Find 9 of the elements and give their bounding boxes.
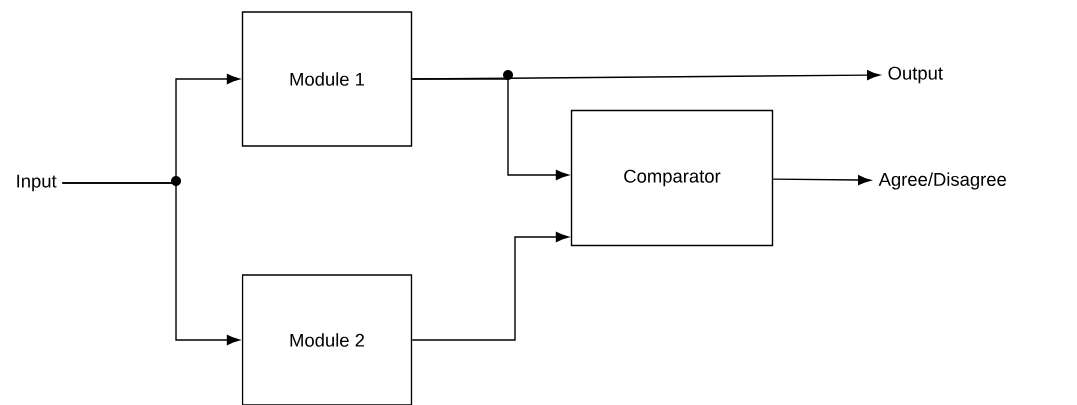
module-box: Module 1 <box>241 11 413 147</box>
terminal-label: Output <box>888 66 943 84</box>
module-box: Comparator <box>570 109 774 247</box>
terminal-label: Input <box>17 174 57 192</box>
module-box: Module 2 <box>241 274 413 405</box>
arrow <box>61 180 240 345</box>
arrow <box>772 175 871 186</box>
terminal-label: Agree/Disagree <box>878 172 1006 190</box>
arrow <box>411 232 569 341</box>
